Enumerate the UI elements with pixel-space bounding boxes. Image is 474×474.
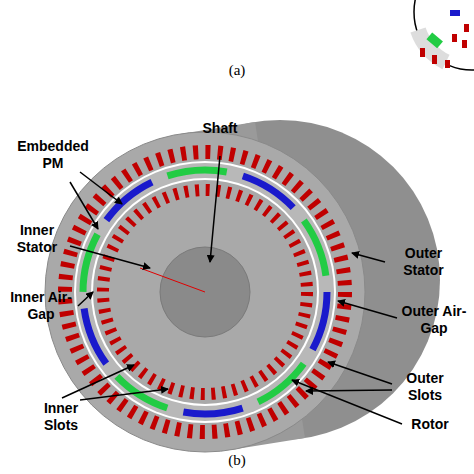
part-label: Inner Air-Gap <box>4 289 78 323</box>
zoom-slot <box>445 60 450 68</box>
zoom-slot <box>432 55 437 64</box>
outer-slots <box>65 152 345 432</box>
part-label: Rotor <box>402 416 458 433</box>
outer-stator-face <box>45 132 365 452</box>
axis-line <box>140 268 205 292</box>
outer-air-gap <box>74 161 336 423</box>
magnet-blue <box>83 170 327 414</box>
zoom-slot <box>464 24 469 32</box>
part-label: Inner Stator <box>4 222 70 256</box>
zoom-slot <box>452 34 457 42</box>
inner-slots <box>103 190 307 394</box>
leader-arrow <box>80 389 168 400</box>
rotor-ring <box>76 163 334 421</box>
inner-air-gap <box>91 178 319 406</box>
subfigure-label: (b) <box>217 452 257 469</box>
part-label: Outer Air-Gap <box>396 303 472 337</box>
leader-arrow <box>338 301 397 318</box>
leader-arrow <box>352 253 385 262</box>
subfigure-label: (a) <box>217 62 257 79</box>
leader-arrow <box>328 362 392 384</box>
zoom-magnet <box>426 32 443 48</box>
leader-arrow <box>70 182 98 229</box>
zoom-magnet <box>450 10 460 16</box>
leader-arrow <box>80 172 122 204</box>
inner-stator-face <box>93 180 317 404</box>
magnet-green <box>83 170 327 414</box>
leader-arrow <box>78 292 93 306</box>
part-label: Embedded PM <box>8 138 98 172</box>
zoom-circle <box>414 0 474 70</box>
part-label: Shaft <box>190 120 250 137</box>
leader-arrow <box>62 365 134 398</box>
part-label: Outer Slots <box>394 370 456 404</box>
zoom-slot <box>420 48 425 57</box>
leader-arrow <box>292 380 402 424</box>
leader-arrow <box>70 246 150 268</box>
part-label: Inner Slots <box>30 400 92 434</box>
zoom-slot <box>462 40 467 48</box>
part-label: Outer Stator <box>386 245 461 279</box>
leader-arrow <box>210 156 220 262</box>
